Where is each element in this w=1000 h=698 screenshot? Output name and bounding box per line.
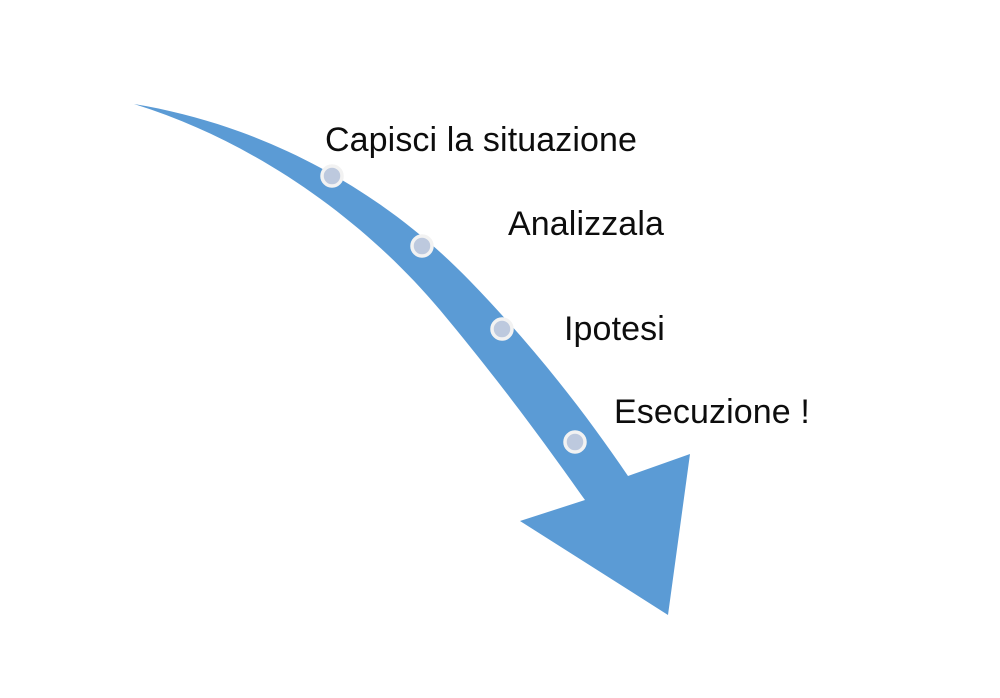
step-label-ipotesi: Ipotesi [564,310,665,348]
step-marker-2 [410,234,434,258]
arrow-body-path [134,104,690,615]
step-label-capisci-la-situazione: Capisci la situazione [325,121,638,159]
step-label-analizzala: Analizzala [508,205,664,243]
step-marker-4 [563,430,587,454]
step-marker-3 [490,317,514,341]
step-marker-1 [320,164,344,188]
step-label-esecuzione: Esecuzione ! [614,393,810,431]
step-markers-group [320,164,587,454]
